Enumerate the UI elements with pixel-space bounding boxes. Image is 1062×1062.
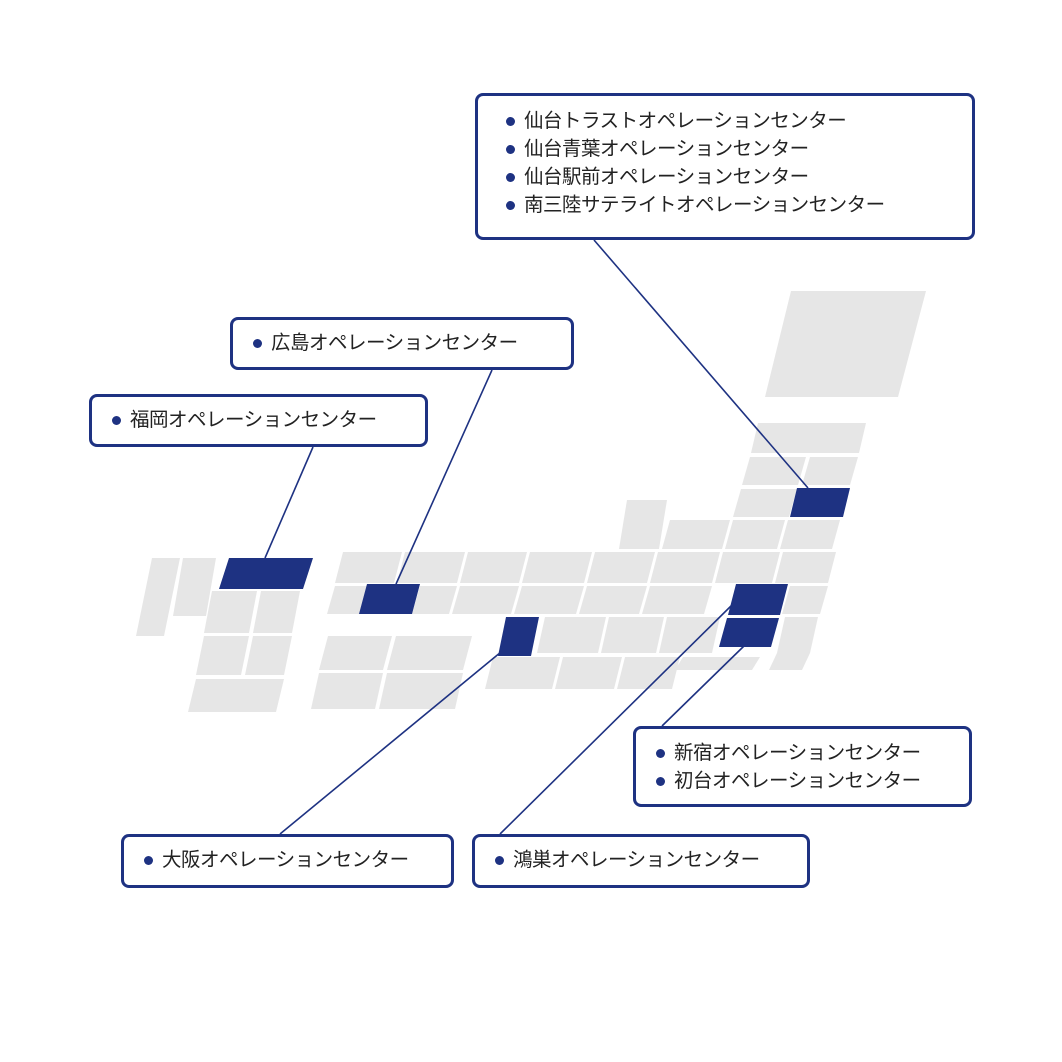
list-item: 新宿オペレーションセンター [656, 739, 953, 767]
highlight-saitama[interactable] [728, 584, 788, 615]
list-item: 仙台青葉オペレーションセンター [506, 135, 956, 163]
list-item: 仙台駅前オペレーションセンター [506, 163, 956, 191]
list-item: 広島オペレーションセンター [253, 329, 555, 357]
highlight-hiroshima[interactable] [359, 584, 420, 614]
list-item: 初台オペレーションセンター [656, 767, 953, 795]
highlight-fukuoka[interactable] [219, 558, 313, 589]
highlight-osaka[interactable] [498, 617, 539, 656]
label-fukuoka-center: 福岡オペレーションセンター [89, 394, 428, 447]
region-hokkaido [765, 291, 926, 397]
label-kounosu-center: 鴻巣オペレーションセンター [472, 834, 810, 888]
list-item: 鴻巣オペレーションセンター [495, 846, 791, 874]
leader-line-hiroshima [395, 369, 493, 585]
label-tokyo-centers: 新宿オペレーションセンター 初台オペレーションセンター [633, 726, 972, 807]
leader-line-shinjuku [661, 645, 745, 727]
region-honshu-main [327, 500, 836, 689]
list-item: 大阪オペレーションセンター [144, 846, 435, 874]
region-kyushu [136, 558, 300, 712]
region-shikoku [311, 636, 472, 709]
list-item: 仙台トラストオペレーションセンター [506, 107, 956, 135]
highlight-miyagi[interactable] [790, 488, 850, 517]
label-sendai-centers: 仙台トラストオペレーションセンター 仙台青葉オペレーションセンター 仙台駅前オペ… [475, 93, 975, 240]
label-hiroshima-center: 広島オペレーションセンター [230, 317, 574, 370]
leader-line-fukuoka [264, 446, 314, 559]
leader-line-osaka [279, 651, 502, 835]
leader-line-sendai [593, 239, 809, 489]
list-item: 南三陸サテライトオペレーションセンター [506, 191, 956, 219]
region-tohoku [725, 423, 866, 549]
leader-line-kounosu [499, 603, 734, 835]
highlight-tokyo[interactable] [719, 618, 779, 647]
list-item: 福岡オペレーションセンター [112, 406, 409, 434]
label-osaka-center: 大阪オペレーションセンター [121, 834, 454, 888]
